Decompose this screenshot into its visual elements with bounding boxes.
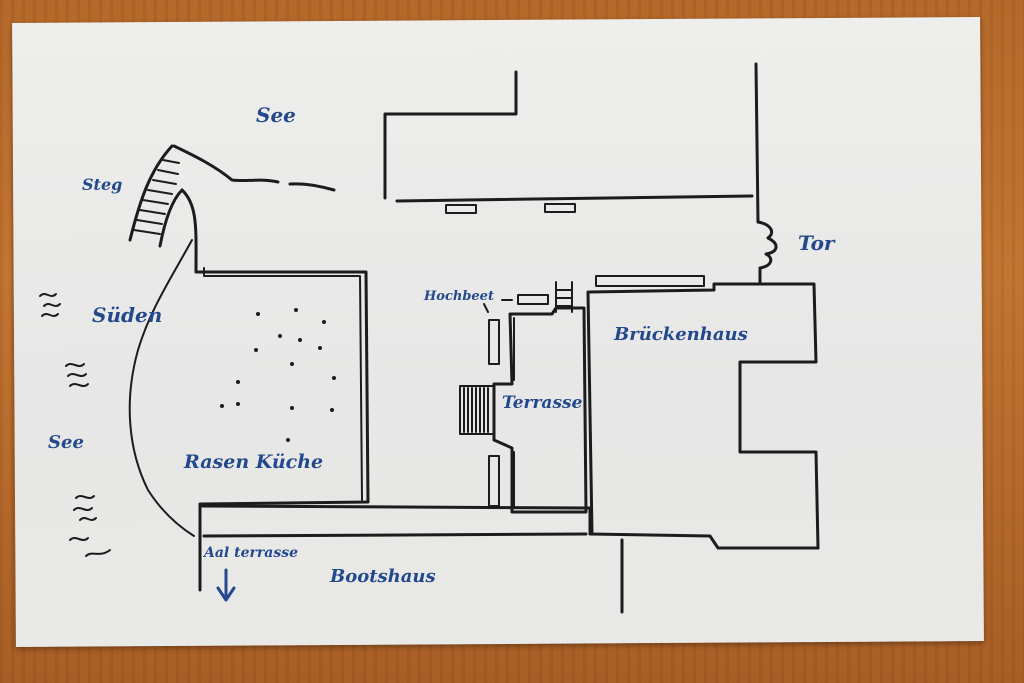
- lawn-dots: [220, 308, 336, 442]
- jetty-outline: [128, 144, 184, 248]
- shoreline-top: [172, 144, 336, 192]
- label-bootshaus: Bootshaus: [329, 566, 436, 587]
- terrace-stairs: [459, 385, 495, 435]
- label-rasen-kueche: Rasen Küche: [183, 451, 323, 473]
- label-terrasse: Terrasse: [502, 393, 583, 413]
- label-see-top: See: [256, 103, 296, 127]
- path-line-bottom: [198, 504, 820, 550]
- terrace-bench: [488, 319, 500, 365]
- lawn-inner-line: [203, 267, 363, 501]
- raised-bed-pointer: [483, 299, 513, 313]
- right-boundary-line: [754, 62, 762, 284]
- label-sueden: Süden: [92, 303, 162, 327]
- small-stairs: [555, 281, 573, 313]
- label-hochbeet: Hochbeet: [423, 289, 494, 304]
- terrace-outline: [492, 306, 588, 514]
- terrace-bench: [488, 455, 500, 507]
- shoreline-curve: [128, 239, 195, 537]
- upper-building-window: [544, 203, 576, 213]
- label-brueckenhaus: Brückenhaus: [613, 324, 748, 345]
- down-arrow-icon: [216, 568, 236, 602]
- upper-building-window: [445, 204, 477, 214]
- water-waves: [39, 293, 111, 557]
- label-tor: Tor: [798, 231, 836, 255]
- bridge-house-outline: [586, 282, 820, 550]
- lawn-outline: [180, 188, 370, 592]
- label-see-left: See: [48, 432, 84, 453]
- label-aal-terrasse: Aal terrasse: [202, 545, 298, 561]
- bridge-house-bar: [595, 275, 705, 287]
- raised-bed: [517, 294, 549, 305]
- upper-building-outline: [383, 70, 754, 203]
- label-steg: Steg: [82, 175, 122, 194]
- gate-symbol: [756, 220, 778, 270]
- jetty-planks: [133, 159, 180, 235]
